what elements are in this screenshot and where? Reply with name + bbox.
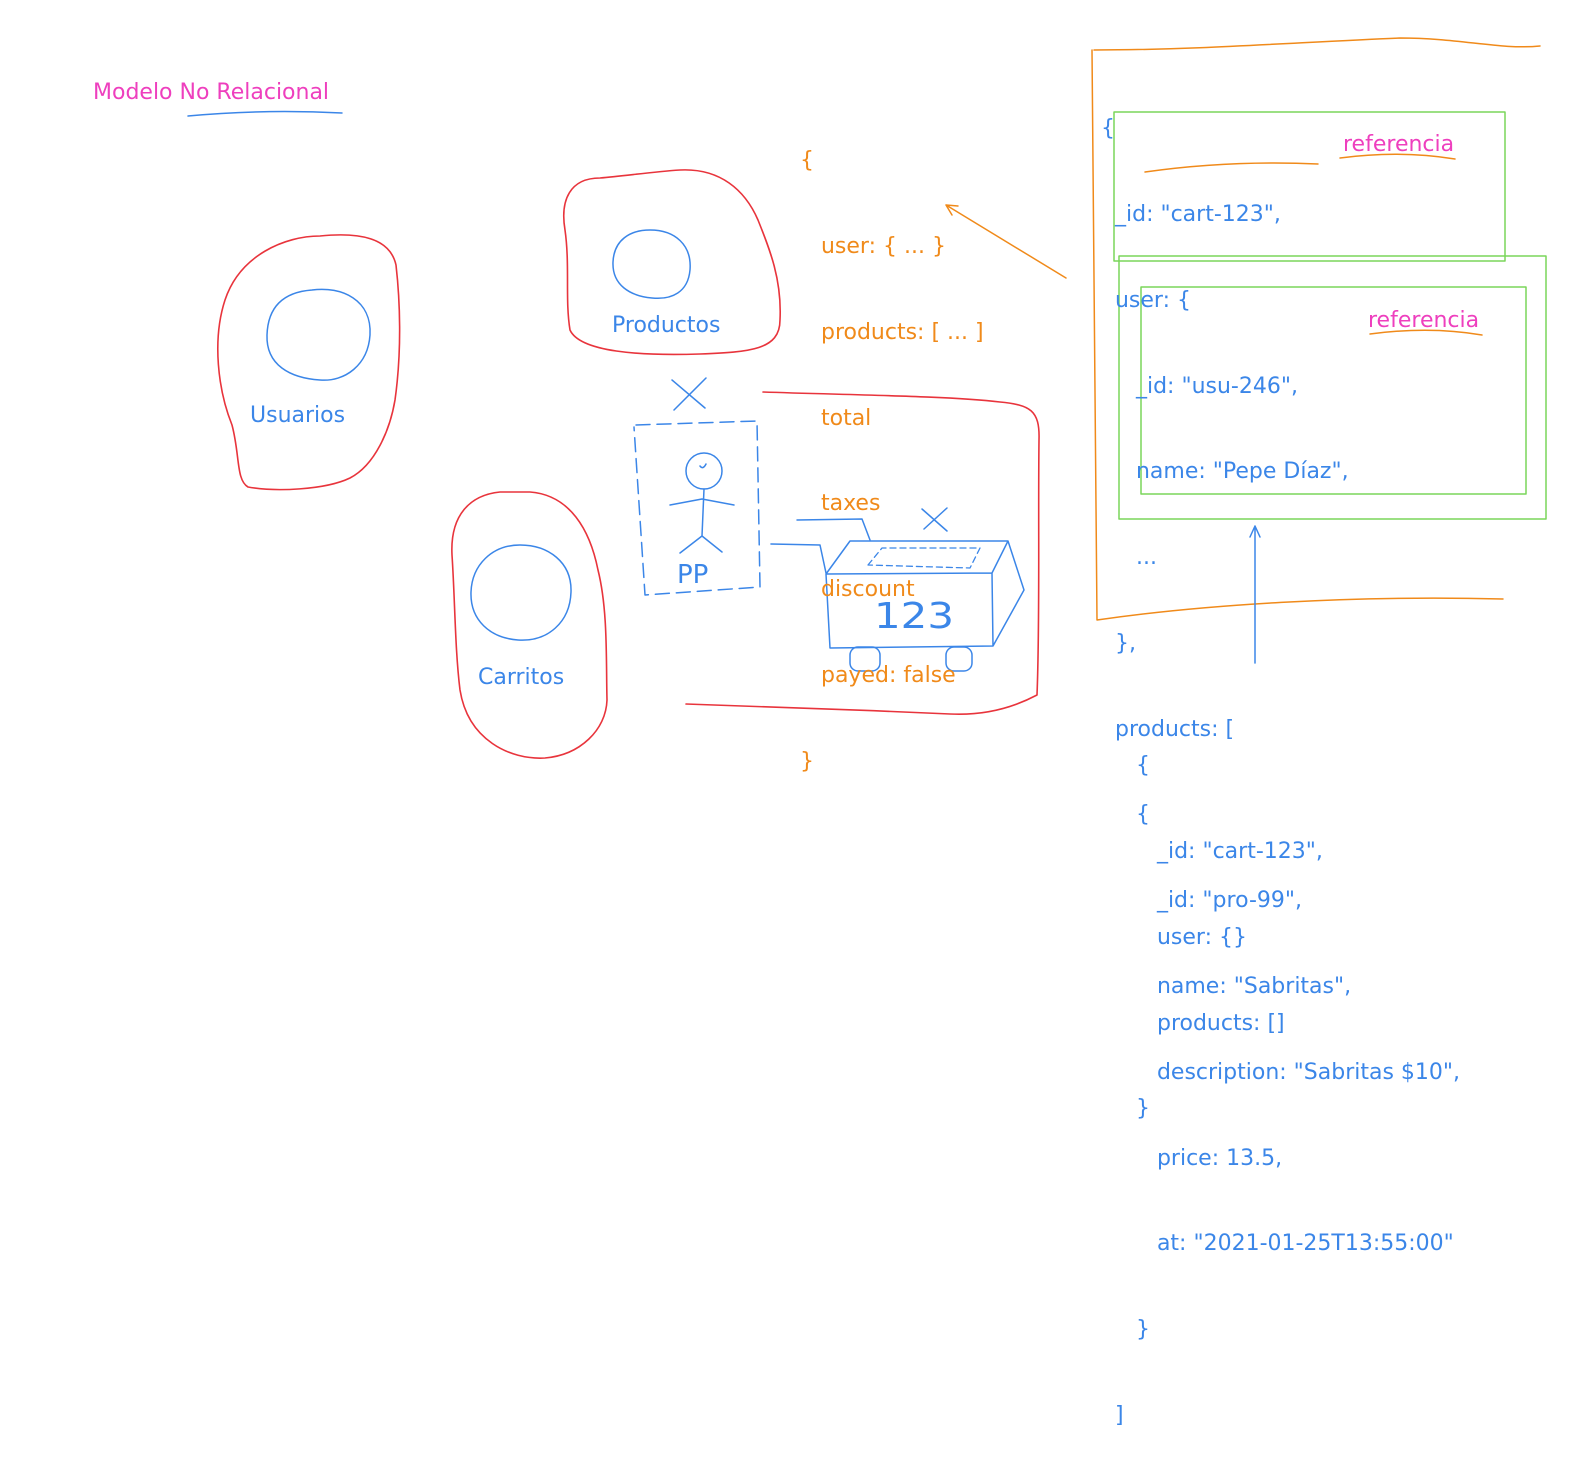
- document-bracket: [1091, 37, 1541, 621]
- code-line: _id: "usu-246",: [1101, 373, 1298, 399]
- cart-body: [825, 540, 1025, 649]
- user-box-dashed: [633, 420, 761, 596]
- reference-label-product: referencia: [1368, 308, 1480, 333]
- title-underline: [187, 110, 343, 117]
- user-cart-link: [770, 518, 871, 574]
- code-line: {: [1101, 802, 1150, 828]
- cart-top-inner: [867, 547, 981, 569]
- cart-number-label: 123: [874, 596, 954, 637]
- carritos-document-circle: [470, 544, 572, 641]
- page-title: Modelo No Relacional: [93, 80, 330, 105]
- code-line: _id: "cart-123",: [1101, 201, 1281, 227]
- code-line: },: [1101, 630, 1136, 656]
- code-line: {: [800, 148, 814, 174]
- cart-reference-block: { _id: "cart-123", user: {} products: []…: [1136, 695, 1323, 1153]
- collection-label-usuarios: Usuarios: [250, 403, 346, 428]
- collection-label-carritos: Carritos: [478, 665, 565, 690]
- cart-wheel-left: [849, 646, 881, 672]
- ref1-underline: [1339, 153, 1456, 160]
- whiteboard-canvas: 123 PP: [187, 37, 1547, 759]
- cart-wheel-right: [945, 646, 973, 672]
- usuarios-outline: [217, 234, 401, 491]
- code-line: products: []: [1136, 1010, 1285, 1036]
- schema-arrow: [945, 204, 1067, 279]
- code-line: ]: [1101, 1402, 1124, 1428]
- x-mark: [671, 377, 707, 411]
- x-mark-cart: [921, 507, 948, 532]
- cart-schema-block: { user: { ... } products: [ ... ] total …: [800, 90, 984, 805]
- code-line: discount: [800, 577, 915, 603]
- code-line: _id: "cart-123",: [1136, 838, 1323, 864]
- code-line: at: "2021-01-25T13:55:00": [1101, 1231, 1454, 1257]
- code-line: total: [800, 405, 872, 431]
- code-line: payed: false: [800, 662, 956, 688]
- code-line: }: [800, 748, 814, 774]
- usuarios-document-circle: [266, 288, 371, 381]
- user-body: [669, 463, 735, 554]
- user-initials-label: PP: [677, 560, 708, 590]
- code-line: {: [1136, 753, 1150, 779]
- code-line: products: [: [1101, 716, 1235, 742]
- user-reference-box: [1113, 111, 1506, 262]
- code-line: _id: "pro-99",: [1101, 888, 1302, 914]
- code-line: name: "Pepe Díaz",: [1101, 459, 1349, 485]
- usu-id-underline: [1144, 162, 1319, 173]
- cart-detail-outline: [685, 391, 1040, 715]
- collection-label-productos: Productos: [612, 313, 721, 338]
- code-line: ...: [1101, 545, 1157, 571]
- products-reference-box: [1118, 255, 1547, 520]
- code-line: }: [1101, 1317, 1150, 1343]
- code-line: taxes: [800, 491, 881, 517]
- code-line: user: {}: [1136, 924, 1247, 950]
- user-head: [685, 452, 723, 490]
- code-line: user: {: [1101, 287, 1191, 313]
- product-item-box: [1140, 286, 1527, 495]
- code-line: user: { ... }: [800, 233, 946, 259]
- ref2-underline: [1369, 329, 1483, 336]
- reference-label-user: referencia: [1343, 132, 1455, 157]
- productos-outline: [563, 169, 782, 356]
- carritos-outline: [451, 491, 608, 759]
- code-line: {: [1101, 116, 1115, 142]
- code-line: products: [ ... ]: [800, 319, 984, 345]
- productos-document-circle: [612, 229, 691, 300]
- code-line: }: [1136, 1096, 1150, 1122]
- reference-arrow: [1249, 525, 1261, 664]
